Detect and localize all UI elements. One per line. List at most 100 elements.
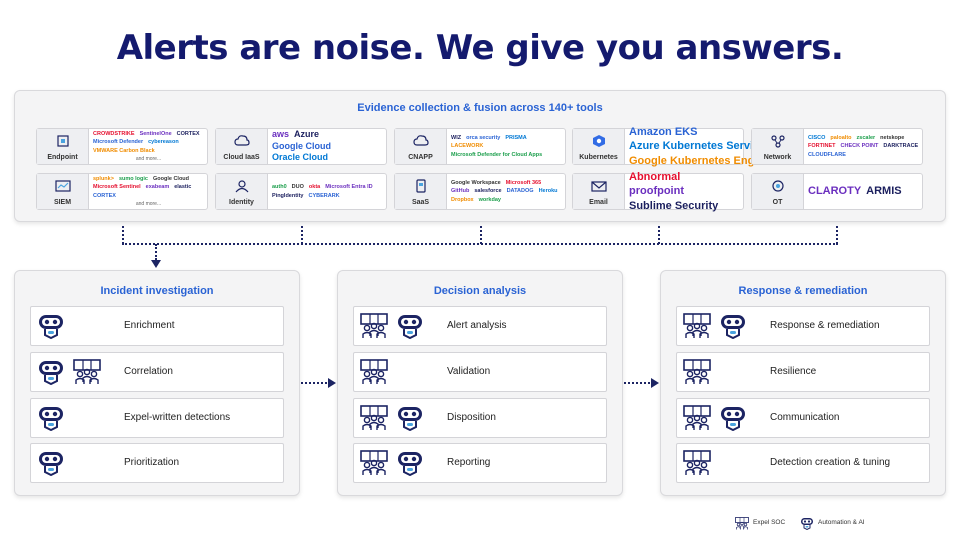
endpoint-icon — [55, 134, 71, 148]
vendor-logo: Google Cloud — [152, 176, 190, 183]
expel-soc-icon — [735, 517, 749, 530]
vendor-logo: Microsoft 365 — [505, 180, 542, 187]
automation-ai-icon — [396, 450, 424, 476]
legend-expel-soc: Expel SOC — [753, 519, 786, 526]
tool-category-label: SaaS — [411, 199, 430, 206]
connector-cnapp — [480, 226, 482, 244]
cloud-icon — [233, 134, 250, 148]
tool-category-label: OT — [772, 199, 783, 206]
siem-icon — [54, 179, 71, 193]
vendor-logo: Azure — [294, 128, 320, 139]
step-label: Validation — [447, 366, 491, 377]
automation-ai-icon — [719, 313, 747, 339]
connector-down — [155, 244, 157, 260]
vendor-logo: paloalto — [830, 135, 852, 142]
network-icon — [770, 134, 786, 148]
tool-category: CNAPP — [395, 129, 447, 164]
step-card: Disposition — [353, 398, 607, 438]
vendor-logo: CORTEX — [93, 192, 116, 199]
step-card: Response & remediation — [676, 306, 930, 346]
tool-category: Identity — [216, 174, 268, 209]
tool-category: Cloud IaaS — [216, 129, 268, 164]
identity-icon — [234, 179, 250, 193]
step-card: Communication — [676, 398, 930, 438]
vendor-logo: CISCO — [808, 135, 826, 142]
panel-title: Decision analysis — [433, 285, 527, 297]
expel-soc-icon — [360, 405, 388, 431]
expel-soc-icon — [683, 359, 711, 385]
vendor-logo: aws — [272, 128, 290, 139]
tool-category: SaaS — [395, 174, 447, 209]
vendor-logo: DATADOG — [506, 188, 534, 195]
vendor-logo: exabeam — [145, 184, 170, 191]
automation-ai-icon — [719, 405, 747, 431]
ot-icon — [770, 179, 786, 193]
tool-category-label: CNAPP — [408, 154, 433, 161]
vendor-logo: sumo logic — [118, 176, 148, 183]
legend-automation-ai: Automation & AI — [818, 519, 865, 526]
step-label: Alert analysis — [447, 320, 507, 331]
vendor-logo: FORTINET — [808, 143, 836, 150]
step-card: Resilience — [676, 352, 930, 392]
arrow-right-icon — [651, 378, 659, 388]
tool-category-label: Kubernetes — [579, 154, 618, 161]
automation-ai-icon — [37, 450, 65, 476]
step-card: Prioritization — [30, 443, 284, 483]
saas-icon — [413, 179, 429, 193]
vendor-logo: orca security — [466, 135, 501, 142]
vendor-logo: netskope — [880, 135, 905, 142]
connector-horizontal — [122, 243, 838, 245]
automation-ai-icon — [396, 313, 424, 339]
evidence-panel: Evidence collection & fusion across 140+… — [14, 90, 946, 222]
vendor-logo: WIZ — [451, 135, 462, 142]
vendor-logo: Sublime Security — [629, 199, 719, 212]
tool-category-label: Identity — [229, 199, 254, 206]
vendor-logo: splunk> — [93, 176, 114, 183]
evidence-title: Evidence collection & fusion across 140+… — [357, 102, 603, 114]
step-card: Detection creation & tuning — [676, 443, 930, 483]
expel-soc-icon — [360, 313, 388, 339]
vendor-logo: okta — [308, 184, 321, 191]
step-card: Expel-written detections — [30, 398, 284, 438]
vendor-logo: CORTEX — [176, 131, 200, 138]
vendor-logo: PingIdentity — [272, 192, 304, 199]
vendor-logo: LACEWORK — [451, 143, 484, 150]
expel-soc-icon — [683, 405, 711, 431]
step-label: Communication — [770, 412, 840, 423]
tool-category-label: Cloud IaaS — [223, 154, 260, 161]
vendor-logo: auth0 — [272, 184, 287, 191]
vendor-logo: Microsoft Defender — [93, 139, 144, 146]
vendor-logo: GitHub — [451, 188, 470, 195]
vendor-logo: Oracle Cloud — [272, 152, 329, 163]
arrow-right-icon — [328, 378, 336, 388]
step-card: Alert analysis — [353, 306, 607, 346]
connector-panel-1-2 — [301, 382, 327, 384]
panel-title: Response & remediation — [738, 285, 868, 297]
vendor-logo: Microsoft Sentinel — [93, 184, 141, 191]
vendor-logo: ARMIS — [866, 185, 902, 198]
tool-category-label: Network — [763, 154, 792, 161]
connector-cloud — [301, 226, 303, 244]
vendor-logo: Heroku — [538, 188, 558, 195]
tool-category: OT — [752, 174, 804, 209]
vendor-logo: Amazon EKS — [629, 126, 698, 139]
vendor-logo: Google Cloud — [272, 140, 331, 151]
connector-network — [836, 226, 838, 244]
step-label: Enrichment — [124, 320, 175, 331]
email-icon — [590, 179, 607, 193]
vendor-logo: CYBERARK — [308, 192, 340, 199]
vendor-logo: salesforce — [474, 188, 502, 195]
automation-ai-icon — [800, 517, 814, 530]
